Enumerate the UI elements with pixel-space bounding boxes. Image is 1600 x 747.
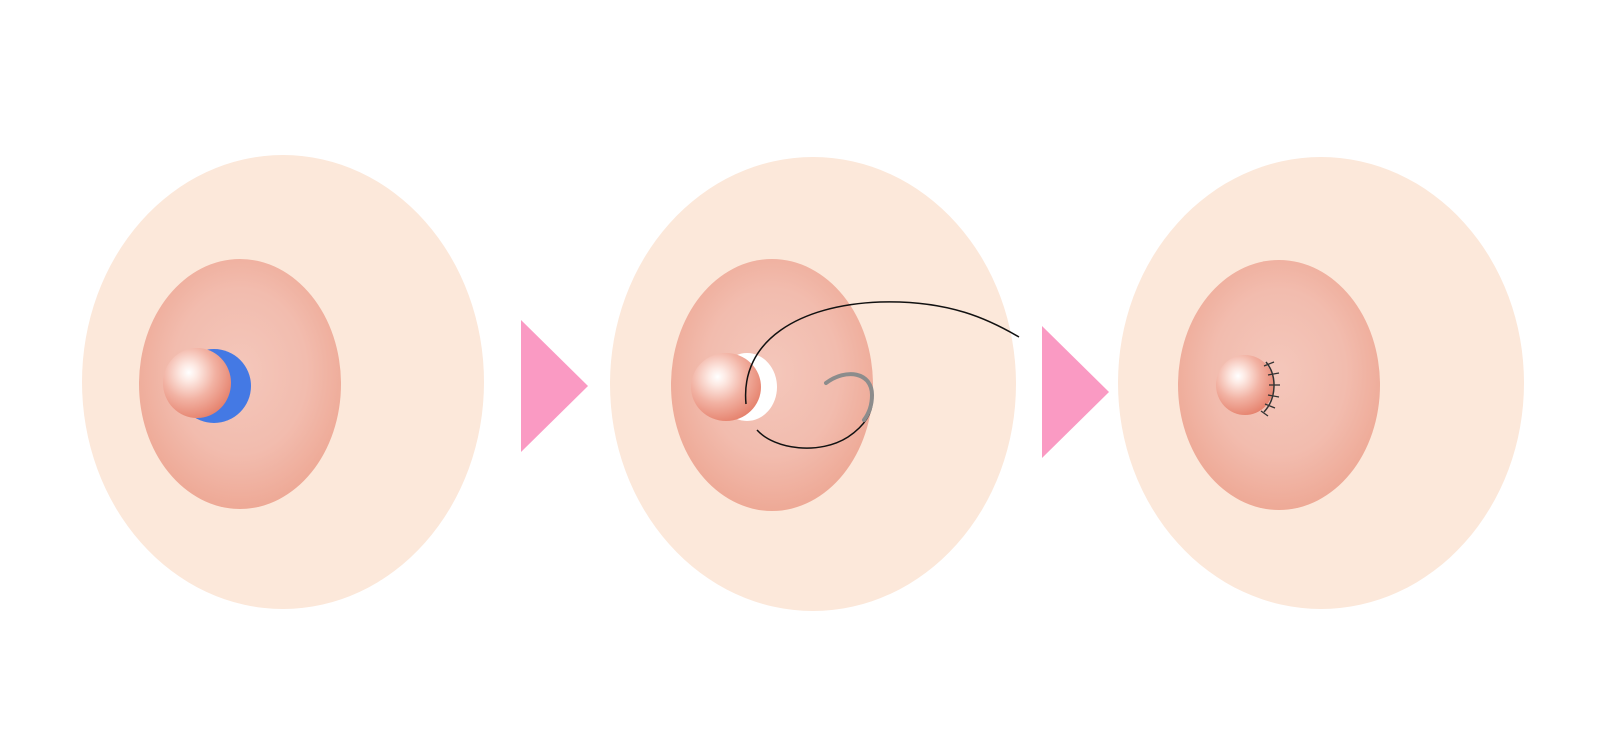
nipple <box>691 353 761 421</box>
stitch-mark <box>1260 410 1269 417</box>
triangle-arrow-right-icon <box>521 320 588 452</box>
stitch-mark <box>1267 394 1280 398</box>
nipple <box>1216 355 1274 415</box>
stitch-mark <box>1267 372 1280 376</box>
step-3-closed <box>1118 157 1524 609</box>
stitch-marks <box>1260 361 1280 417</box>
curved-needle-icon <box>824 372 875 422</box>
step-2-excised-and-sutured <box>610 157 1020 611</box>
nipple <box>163 348 231 418</box>
stitch-mark <box>1264 403 1276 409</box>
triangle-arrow-right-icon <box>1042 326 1109 458</box>
suture-line <box>1263 361 1275 413</box>
stitch-mark <box>1263 361 1275 367</box>
suture-thread-upper <box>744 301 1020 405</box>
step-1-marked <box>82 155 484 609</box>
